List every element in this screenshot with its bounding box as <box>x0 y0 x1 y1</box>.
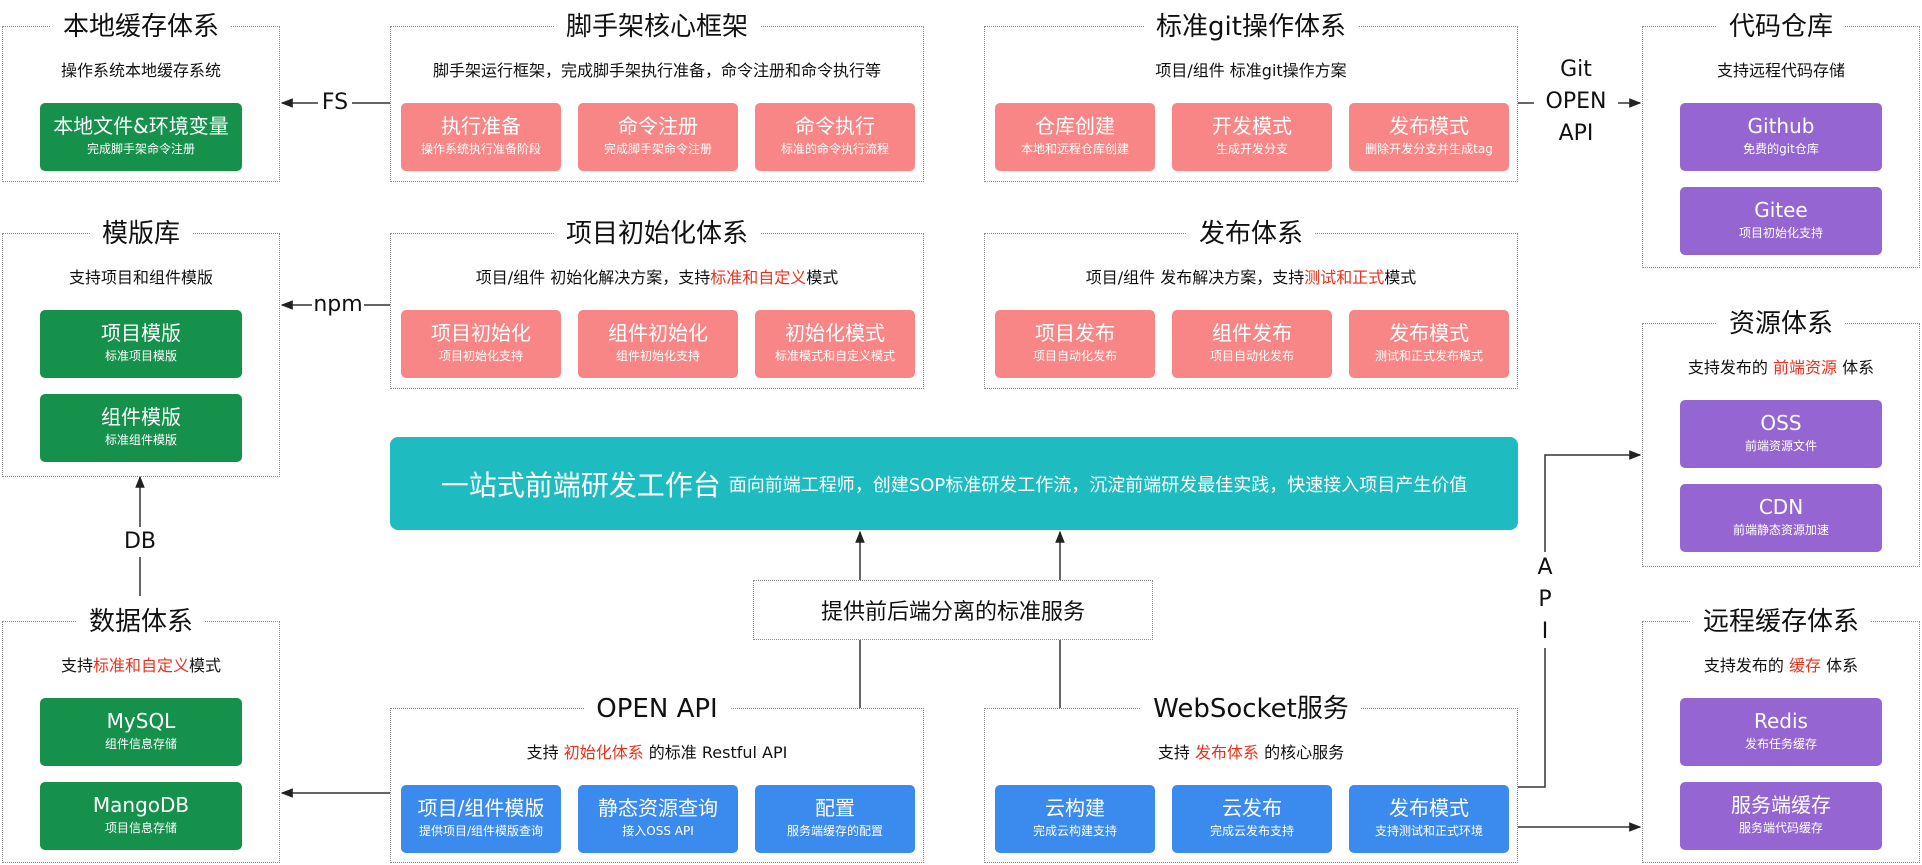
api-label-p: P <box>1538 587 1552 612</box>
card-mysql[interactable]: MySQL 组件信息存储 <box>40 698 242 766</box>
panel-subtitle: 支持 初始化体系 的标准 Restful API <box>526 743 788 762</box>
card-ws-publish-mode[interactable]: 发布模式 支持测试和正式环境 <box>1349 785 1509 853</box>
fs-label: FS <box>318 89 352 117</box>
api-label-a: A <box>1537 555 1553 580</box>
local-cache-panel: 本地缓存体系 操作系统本地缓存系统 本地文件&环境变量 完成脚手架命令注册 <box>2 12 280 182</box>
card-cloud-publish[interactable]: 云发布 完成云发布支持 <box>1172 785 1332 853</box>
card-command-exec[interactable]: 命令执行 标准的命令执行流程 <box>755 103 915 171</box>
banner-subtitle: 面向前端工程师，创建SOP标准研发工作流，沉淀前端研发最佳实践，快速接入项目产生… <box>728 474 1468 496</box>
card-project-publish[interactable]: 项目发布 项目自动化发布 <box>995 310 1155 378</box>
panel-subtitle: 脚手架运行框架，完成脚手架执行准备，命令注册和命令执行等 <box>432 61 881 80</box>
card-github[interactable]: Github 免费的git仓库 <box>1680 103 1882 171</box>
card-project-template[interactable]: 项目模版 标准项目模版 <box>40 310 242 378</box>
scaffold-panel: 脚手架核心框架 脚手架运行框架，完成脚手架执行准备，命令注册和命令执行等 执行准… <box>390 12 924 182</box>
card-redis[interactable]: Redis 发布任务缓存 <box>1680 698 1882 766</box>
git-label-line2: OPEN <box>1545 89 1607 114</box>
panel-subtitle: 支持项目和组件模版 <box>68 268 213 287</box>
card-server-cache[interactable]: 服务端缓存 服务端代码缓存 <box>1680 782 1882 850</box>
panel-subtitle: 支持发布的 缓存 体系 <box>1703 656 1859 675</box>
websocket-panel: WebSocket服务 支持 发布体系 的核心服务 云构建 完成云构建支持 云发… <box>984 694 1518 863</box>
banner-title: 一站式前端研发工作台 <box>440 468 721 502</box>
code-repo-panel: 代码仓库 支持远程代码存储 Github 免费的git仓库 Gitee 项目初始… <box>1642 12 1920 268</box>
git-open-api-label: Git OPEN API <box>1534 54 1618 150</box>
card-component-template[interactable]: 组件模版 标准组件模版 <box>40 394 242 462</box>
panel-subtitle: 支持远程代码存储 <box>1716 61 1845 80</box>
remote-cache-panel: 远程缓存体系 支持发布的 缓存 体系 Redis 发布任务缓存 服务端缓存 服务… <box>1642 607 1920 863</box>
card-command-register[interactable]: 命令注册 完成脚手架命令注册 <box>578 103 738 171</box>
db-label: DB <box>121 527 159 557</box>
api-label: A P I <box>1530 552 1560 648</box>
git-label-line3: API <box>1558 121 1594 146</box>
publish-panel: 发布体系 项目/组件 发布解决方案，支持测试和正式模式 项目发布 项目自动化发布… <box>984 219 1518 389</box>
card-oss[interactable]: OSS 前端资源文件 <box>1680 400 1882 468</box>
panel-subtitle: 项目/组件 发布解决方案，支持测试和正式模式 <box>1085 268 1417 287</box>
standard-service-label: 提供前后端分离的标准服务 <box>820 600 1085 625</box>
open-api-panel: OPEN API 支持 初始化体系 的标准 Restful API 项目/组件模… <box>390 694 924 863</box>
api-label-i: I <box>1541 619 1549 644</box>
npm-label: npm <box>312 291 364 319</box>
panel-subtitle: 项目/组件 标准git操作方案 <box>1155 61 1347 80</box>
card-dev-mode[interactable]: 开发模式 生成开发分支 <box>1172 103 1332 171</box>
data-system-panel: 数据体系 支持标准和自定义模式 MySQL 组件信息存储 MangoDB 项目信… <box>2 607 280 863</box>
card-local-files-env[interactable]: 本地文件&环境变量 完成脚手架命令注册 <box>40 103 242 171</box>
card-cloud-build[interactable]: 云构建 完成云构建支持 <box>995 785 1155 853</box>
card-gitee[interactable]: Gitee 项目初始化支持 <box>1680 187 1882 255</box>
panel-subtitle: 支持标准和自定义模式 <box>60 656 222 675</box>
card-component-publish[interactable]: 组件发布 项目自动化发布 <box>1172 310 1332 378</box>
card-init-mode[interactable]: 初始化模式 标准模式和自定义模式 <box>755 310 915 378</box>
panel-subtitle: 支持 发布体系 的核心服务 <box>1157 743 1345 762</box>
card-repo-create[interactable]: 仓库创建 本地和远程仓库创建 <box>995 103 1155 171</box>
standard-service-box: 提供前后端分离的标准服务 <box>753 580 1153 640</box>
panel-subtitle: 项目/组件 初始化解决方案，支持标准和自定义模式 <box>475 268 839 287</box>
card-publish-mode[interactable]: 发布模式 测试和正式发布模式 <box>1349 310 1509 378</box>
workbench-banner: 一站式前端研发工作台 面向前端工程师，创建SOP标准研发工作流，沉淀前端研发最佳… <box>390 437 1518 530</box>
panel-subtitle: 支持发布的 前端资源 体系 <box>1687 358 1875 377</box>
card-template-query[interactable]: 项目/组件模版 提供项目/组件模版查询 <box>401 785 561 853</box>
card-release-mode[interactable]: 发布模式 删除开发分支并生成tag <box>1349 103 1509 171</box>
card-component-init[interactable]: 组件初始化 组件初始化支持 <box>578 310 738 378</box>
git-label-line1: Git <box>1560 57 1592 82</box>
template-lib-panel: 模版库 支持项目和组件模版 项目模版 标准项目模版 组件模版 标准组件模版 <box>2 219 280 477</box>
card-cdn[interactable]: CDN 前端静态资源加速 <box>1680 484 1882 552</box>
resources-panel: 资源体系 支持发布的 前端资源 体系 OSS 前端资源文件 CDN 前端静态资源… <box>1642 309 1920 567</box>
card-project-init[interactable]: 项目初始化 项目初始化支持 <box>401 310 561 378</box>
card-mangodb[interactable]: MangoDB 项目信息存储 <box>40 782 242 850</box>
card-config[interactable]: 配置 服务端缓存的配置 <box>755 785 915 853</box>
card-exec-prepare[interactable]: 执行准备 操作系统执行准备阶段 <box>401 103 561 171</box>
git-ops-panel: 标准git操作体系 项目/组件 标准git操作方案 仓库创建 本地和远程仓库创建… <box>984 12 1518 182</box>
panel-subtitle: 操作系统本地缓存系统 <box>60 61 221 80</box>
card-static-resource-query[interactable]: 静态资源查询 接入OSS API <box>578 785 738 853</box>
project-init-panel: 项目初始化体系 项目/组件 初始化解决方案，支持标准和自定义模式 项目初始化 项… <box>390 219 924 389</box>
